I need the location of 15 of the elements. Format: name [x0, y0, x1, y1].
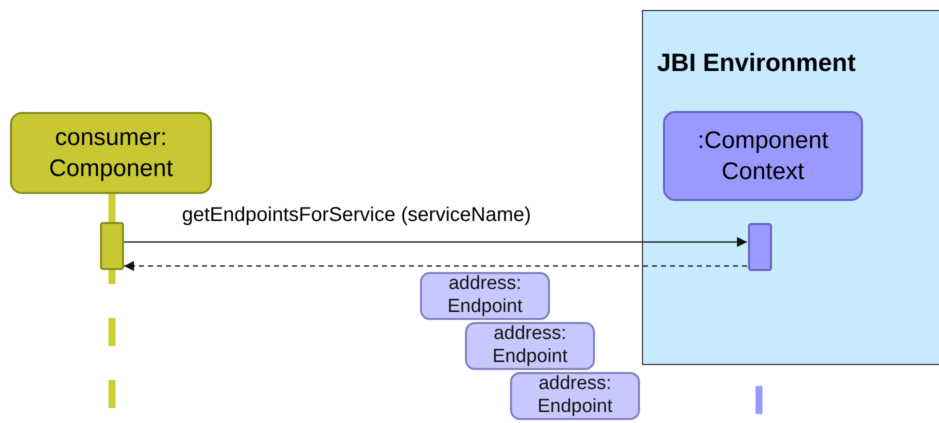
object-box [663, 111, 863, 201]
object-box [465, 322, 595, 370]
message-label: getEndpointsForService (serviceName) [182, 204, 532, 227]
message-arrow [124, 237, 747, 247]
object-box [510, 372, 640, 420]
object-name: consumer: Component [48, 122, 174, 184]
object-box [420, 272, 550, 320]
message-arrow [124, 261, 747, 271]
activation-bar [100, 222, 124, 270]
object-box [10, 112, 212, 194]
environment-frame [642, 10, 939, 365]
frame-title: JBI Environment [657, 48, 856, 79]
activation-bar [748, 223, 772, 271]
object-name: address: Endpoint [536, 373, 614, 419]
object-name: :Component Context [696, 126, 830, 187]
